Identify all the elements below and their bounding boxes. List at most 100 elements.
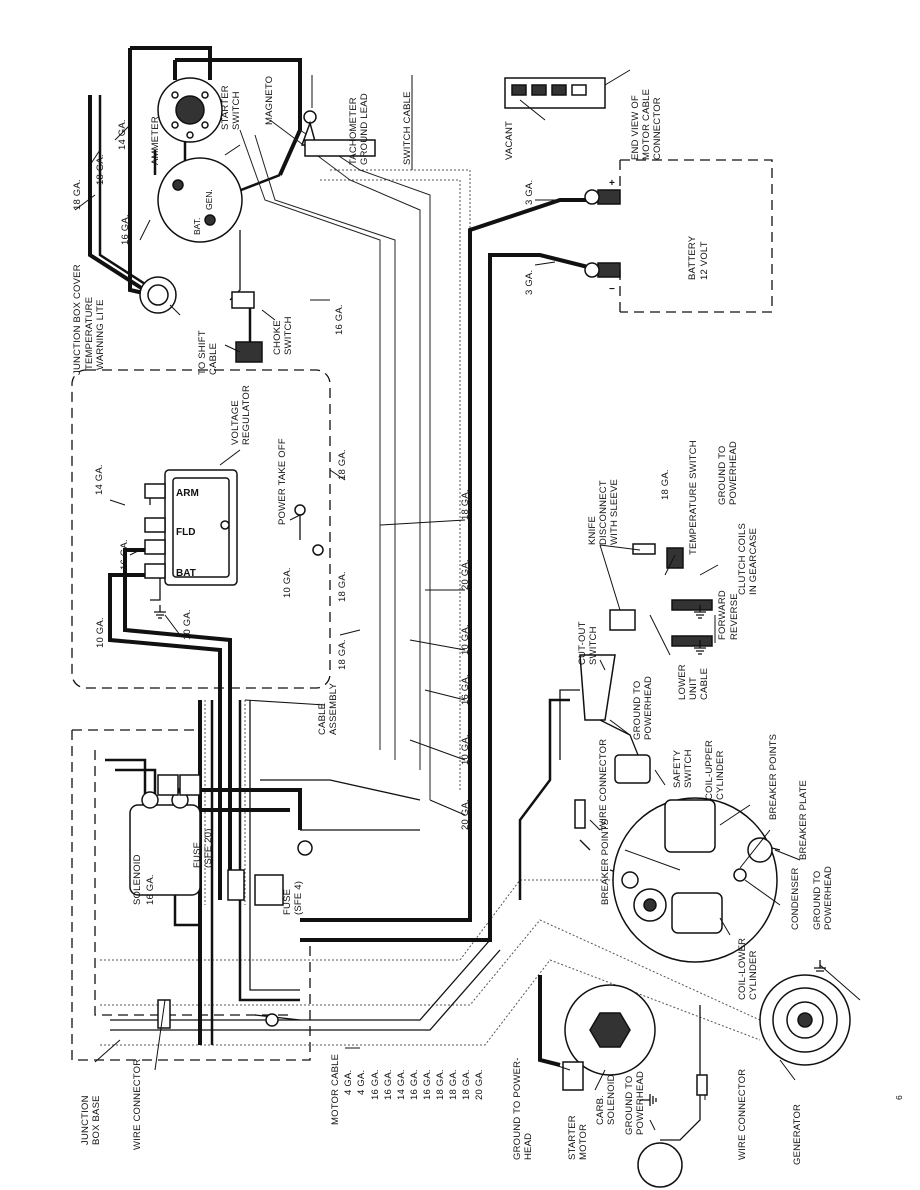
choke-switch (231, 291, 255, 309)
label-clutch-coils: CLUTCH COILSIN GEARCASE (737, 523, 759, 595)
gauge-top-16a: 16 GA. (120, 214, 131, 245)
terminal-block (157, 774, 313, 856)
temperature-warning-lite (139, 276, 177, 314)
gauge-3a: 3 GA. (524, 180, 535, 205)
junction-box-base-inner (94, 750, 290, 1016)
label-ground-powerhead-2: GROUND TOPOWERHEAD (632, 676, 654, 740)
ignition-switch (157, 77, 223, 143)
battery-outline (620, 159, 773, 313)
tachometer-plate (304, 139, 376, 157)
motor-cable-gauge: 14 GA. (396, 1069, 407, 1100)
label-vacant: VACANT (504, 121, 515, 160)
label-breaker-points-1: BREAKER POINTS (768, 734, 779, 820)
label-breaker-plate: BREAKER PLATE (798, 780, 809, 860)
label-starter-motor: STARTERMOTOR (567, 1115, 589, 1160)
fuse-sfe4 (254, 874, 284, 906)
label-temp-warning: TEMPERATUREWARNING LITE (84, 297, 106, 370)
motor-cable-gauge: 20 GA. (474, 1069, 485, 1100)
voltage-regulator (144, 469, 238, 586)
ammeter (157, 157, 243, 243)
label-fuse-sfe4: FUSE(SFE 4) (282, 881, 304, 915)
label-battery: BATTERY12 VOLT (687, 235, 710, 280)
temperature-switch (666, 547, 684, 569)
starter-motor (564, 984, 656, 1076)
label-junction-box-base: JUNCTIONBOX BASE (80, 1095, 102, 1145)
starter-terminal (562, 1061, 584, 1091)
gauge-18e: 18 GA. (337, 639, 348, 670)
label-ground-to-power-head: GROUND TO POWER-HEAD (512, 1057, 534, 1160)
gauge-16d: 16 GA. (460, 674, 471, 705)
ground-symbol (694, 640, 706, 655)
shift-cable-connector (235, 341, 263, 363)
motor-cable-gauges: 4 GA. 4 GA. 16 GA. 16 GA. 14 GA. 16 GA. … (343, 1069, 485, 1100)
wire-connector-right (696, 1074, 708, 1096)
gauge-20b: 20 GA. (460, 799, 471, 830)
motor-cable-connector-end-view (504, 77, 606, 109)
breaker-plate (612, 797, 778, 963)
label-voltage-regulator: VOLTAGEREGULATOR (230, 385, 252, 445)
clutch-coil-reverse (671, 635, 713, 647)
knife-disconnect (632, 543, 656, 555)
ground-symbol (694, 605, 706, 619)
label-forward: FORWARD (717, 590, 728, 640)
reg-fld: FLD (176, 527, 195, 538)
gauge-top-14a: 14 GA. (117, 119, 128, 150)
motor-cable-gauge: 18 GA. (448, 1069, 459, 1100)
label-safety-switch: SAFETYSWITCH (672, 749, 694, 788)
gauge-10e: 10 GA. (460, 734, 471, 765)
gauge-top-18b: 18 GA. (95, 154, 106, 185)
label-cut-out-switch: CUT-OUTSWITCH (577, 621, 599, 665)
clutch-coil-forward (671, 599, 713, 611)
label-breaker-points-2: BREAKER POINTS (600, 819, 611, 905)
label-ammeter: AMMETER (150, 116, 161, 165)
label-tachometer: TACHOMETERGROUND LEAD (348, 93, 370, 165)
gauge-16e: 16 GA. (145, 874, 156, 905)
gauge-14b: 14 GA. (94, 464, 105, 495)
battery-cable-negative (300, 253, 601, 942)
fuse-sfe20 (227, 869, 245, 901)
label-power-take-off: POWER TAKE OFF (277, 438, 288, 525)
label-generator: GENERATOR (792, 1104, 803, 1165)
battery-minus: − (609, 284, 615, 295)
gauge-18c: 18 GA. (337, 449, 348, 480)
switch-cable-sheath (330, 169, 471, 790)
motor-cable-sheath (100, 919, 761, 1021)
gauge-20a: 20 GA. (460, 559, 471, 590)
label-solenoid: SOLENOID (132, 854, 143, 905)
gauge-10d: 10 GA. (460, 624, 471, 655)
label-wire-connector-mid: WIRE CONNECTOR (598, 739, 609, 830)
battery-cable-positive (300, 198, 600, 922)
gauge-10c: 10 GA. (282, 567, 293, 598)
label-knife-disconnect: KNIFEDISCONNECTWITH SLEEVE (587, 479, 620, 545)
motor-cable-gauge: 4 GA. (356, 1070, 367, 1095)
gauge-top-18a: 18 GA. (72, 179, 83, 210)
label-gen: GEN. (204, 189, 214, 210)
ground-symbol (154, 605, 166, 619)
motor-cable-gauge: 18 GA. (435, 1069, 446, 1100)
battery-terminals (584, 189, 621, 278)
safety-switch (614, 754, 651, 784)
gauge-10b: 10 GA. (182, 609, 193, 640)
label-ground-powerhead-4: GROUND TOPOWERHEAD (624, 1071, 646, 1135)
gauge-18g: 18 GA. (660, 469, 671, 500)
label-lower-unit-cable: LOWERUNITCABLE (677, 664, 710, 700)
label-starter-switch: STARTERSWITCH (220, 85, 242, 130)
ground-symbol (640, 1094, 657, 1106)
gauge-3b: 3 GA. (524, 270, 535, 295)
ground-symbol (814, 960, 826, 972)
cut-out-switch (579, 654, 616, 721)
motor-cable-gauge: 18 GA. (461, 1069, 472, 1100)
label-wire-connector-right: WIRE CONNECTOR (737, 1069, 748, 1160)
gauge-18d: 18 GA. (337, 571, 348, 602)
page-mark: 6 (894, 1095, 904, 1100)
label-cable-assembly: CABLEASSEMBLY (317, 682, 339, 735)
generator (759, 974, 851, 1066)
label-bat: BAT. (192, 218, 202, 235)
gauge-18f: 18 GA. (460, 489, 471, 520)
label-reverse: REVERSE (729, 593, 740, 640)
wire-connector-ignition (574, 799, 586, 829)
label-motor-cable: MOTOR CABLE (330, 1054, 341, 1125)
label-to-shift-cable: TO SHIFTCABLE (197, 330, 219, 375)
label-choke-switch: CHOKESWITCH (272, 316, 294, 355)
